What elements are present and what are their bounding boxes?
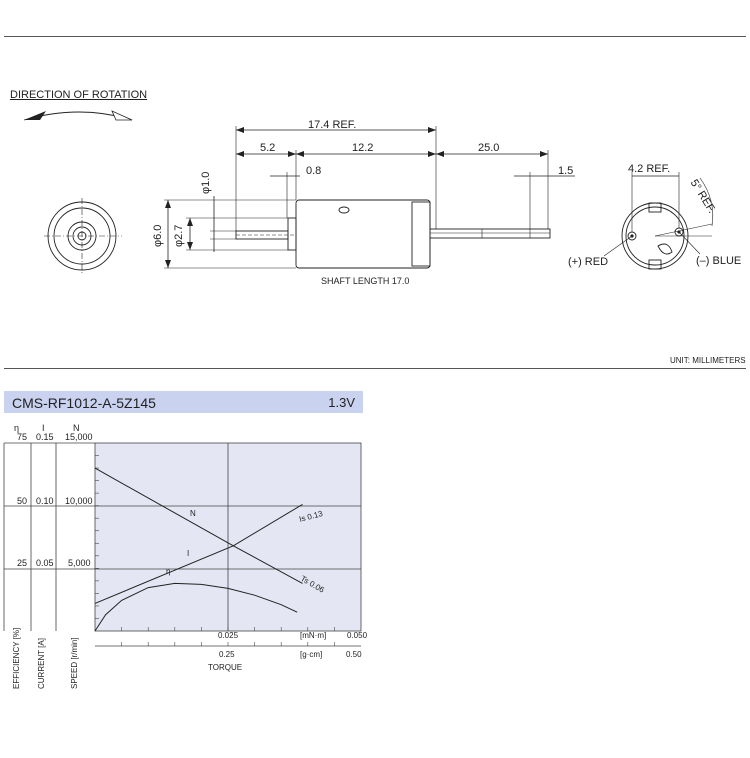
efficiency-tick-25: 25: [17, 558, 28, 568]
dim-lead-tip: 1.5: [558, 165, 574, 177]
speed-tick-10000: 10,000: [65, 496, 93, 506]
torque-mnm-unit: [mN·m]: [300, 631, 327, 640]
current-tick-010: 0.10: [36, 496, 54, 506]
torque-gcm-unit: [g·cm]: [300, 650, 323, 659]
front-view: [44, 198, 122, 274]
torque-axis-title: TORQUE: [208, 663, 243, 672]
efficiency-tick-75: 75: [17, 432, 28, 442]
rotation-arrow-right-head: [111, 110, 133, 121]
dim-collar: 0.8: [306, 165, 322, 177]
torque-mnm-tick-0025: 0.025: [218, 631, 239, 640]
series-current-line: [94, 503, 303, 604]
series-efficiency-line: [94, 582, 298, 632]
series-label-eta: η: [166, 567, 170, 576]
model-voltage: 1.3V: [328, 395, 355, 410]
top-rule: [4, 36, 746, 37]
n-symbol: N: [73, 423, 80, 433]
direction-label: DIRECTION OF ROTATION: [10, 89, 148, 101]
torque-gcm-tick-050: 0.50: [346, 650, 362, 659]
speed-tick-15000: 15,000: [65, 432, 93, 442]
series-label-n: N: [190, 509, 196, 518]
current-tick-005: 0.05: [36, 558, 54, 568]
efficiency-tick-50: 50: [17, 496, 28, 506]
dim-lead: 25.0: [478, 142, 500, 154]
i-symbol: I: [42, 423, 45, 433]
model-header-bar: CMS-RF1012-A-5Z145 1.3V: [4, 391, 363, 413]
lead-negative-label: (–) BLUE: [696, 255, 742, 267]
speed-tick-5000: 5,000: [68, 558, 91, 568]
side-view: [235, 199, 551, 269]
rear-view: [603, 172, 714, 270]
lead-positive-label: (+) RED: [568, 256, 609, 268]
current-tick-015: 0.15: [36, 432, 54, 442]
dim-overall: 17.4 REF.: [308, 119, 357, 131]
eta-symbol: η: [14, 423, 20, 433]
torque-mnm-tick-0050: 0.050: [347, 631, 368, 640]
unit-label: UNIT: MILLIMETERS: [670, 356, 746, 365]
shaft-length-label: SHAFT LENGTH 17.0: [321, 276, 410, 286]
rotation-arrow-left-head: [24, 111, 46, 120]
series-label-i: I: [187, 549, 189, 558]
dim-body: 12.2: [352, 142, 374, 154]
dim-terminal-pitch: 4.2 REF.: [628, 163, 671, 175]
dim-shaft-out: 5.2: [260, 142, 276, 154]
torque-gcm-tick-025: 0.25: [219, 650, 235, 659]
model-name: CMS-RF1012-A-5Z145: [12, 395, 156, 411]
middle-rule: [4, 368, 746, 369]
performance-chart: N I η Is 0.13 Ts 0.06: [3, 442, 362, 647]
